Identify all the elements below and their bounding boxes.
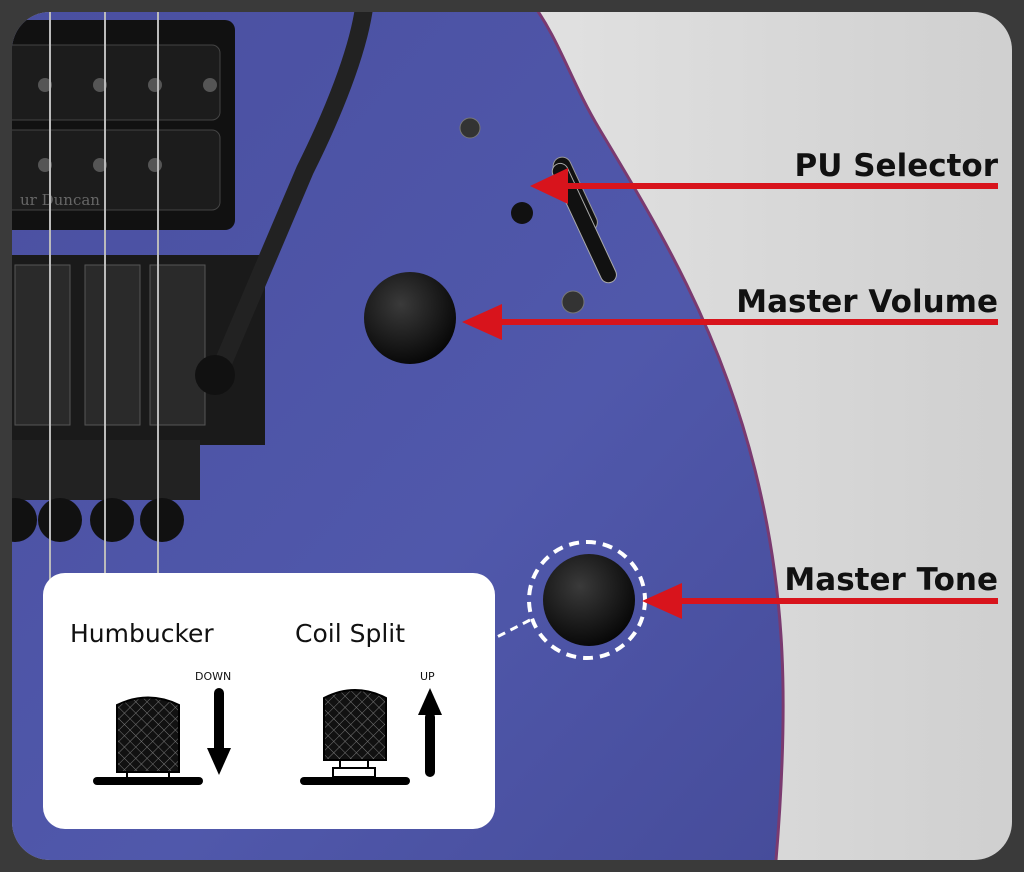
label-master-tone: Master Tone bbox=[784, 562, 998, 598]
knob-up-illustration bbox=[300, 689, 410, 785]
pickup-brand: ur Duncan bbox=[20, 191, 100, 209]
up-arrow-icon bbox=[418, 688, 442, 777]
label-master-volume: Master Volume bbox=[736, 284, 998, 320]
label-pu-selector: PU Selector bbox=[795, 148, 999, 184]
down-arrow-icon bbox=[207, 688, 231, 775]
knob-down-illustration bbox=[93, 696, 203, 785]
humbucker-pickup: ur Duncan bbox=[12, 20, 235, 230]
tremolo-arm bbox=[211, 12, 374, 379]
up-label: UP bbox=[420, 670, 435, 683]
master-tone-knob bbox=[543, 554, 635, 646]
callout-arrows bbox=[462, 168, 998, 619]
humbucker-title: Humbucker bbox=[70, 619, 214, 648]
push-pull-inset: Humbucker Coil Split DOWN UP bbox=[43, 573, 495, 829]
down-label: DOWN bbox=[195, 670, 231, 683]
coil-split-title: Coil Split bbox=[295, 619, 405, 648]
master-volume-knob bbox=[364, 272, 456, 364]
